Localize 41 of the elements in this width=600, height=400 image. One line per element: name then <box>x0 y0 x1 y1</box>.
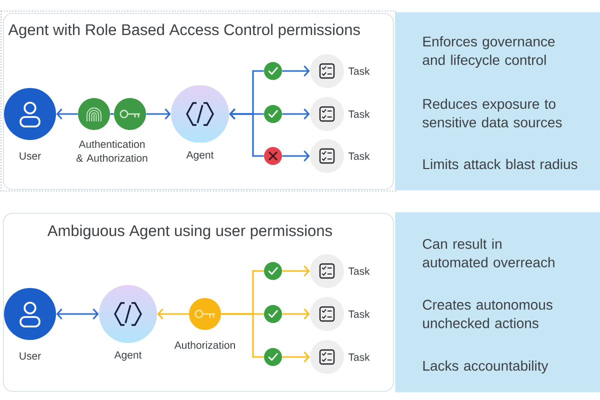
fingerprint-icon <box>78 98 110 130</box>
arrow <box>146 108 171 120</box>
arrow <box>282 108 310 120</box>
arrow <box>282 265 310 277</box>
node-label: Task <box>348 152 370 160</box>
check-icon <box>264 348 282 366</box>
node-label: Agent <box>114 351 142 361</box>
check-icon <box>264 62 282 80</box>
connector-line <box>110 113 114 115</box>
note-text: Limits attack blast radius <box>423 158 578 170</box>
arrow <box>282 150 310 162</box>
node-label: User <box>20 152 41 160</box>
note-text: Can result in automated overreach <box>422 238 554 268</box>
connector-line <box>221 313 264 358</box>
check-icon <box>264 305 282 323</box>
node-label: Task <box>348 353 370 361</box>
note-text: Lacks accountability <box>423 360 548 374</box>
arrow <box>282 65 310 77</box>
step-label: Authentication & Authorization <box>76 140 148 162</box>
note-text: Creates autonomous unchecked actions <box>422 300 552 328</box>
key-icon <box>114 98 146 130</box>
node-label: Task <box>348 267 370 275</box>
check-icon <box>264 262 282 280</box>
cross-icon <box>264 147 282 165</box>
panel-title: Agent with Role Based Access Control permissions <box>8 24 360 38</box>
node-label: Agent <box>186 151 214 161</box>
arrow <box>282 308 310 320</box>
arrow <box>229 108 264 157</box>
note-text: Reduces exposure to sensitive data sources <box>422 98 562 128</box>
note-text: Enforces governance and lifecycle control <box>422 36 555 68</box>
arrow <box>56 108 78 120</box>
panel-title: Ambiguous Agent using user permissions <box>47 224 332 240</box>
arrow <box>282 351 310 363</box>
node-label: Task <box>348 110 370 118</box>
node-label: Authorization <box>174 341 235 349</box>
arrow <box>157 308 189 320</box>
check-icon <box>264 105 282 123</box>
node-label: User <box>20 352 41 360</box>
node-label: Task <box>348 67 370 75</box>
double-arrow <box>56 308 99 320</box>
node-label: Task <box>348 310 370 318</box>
